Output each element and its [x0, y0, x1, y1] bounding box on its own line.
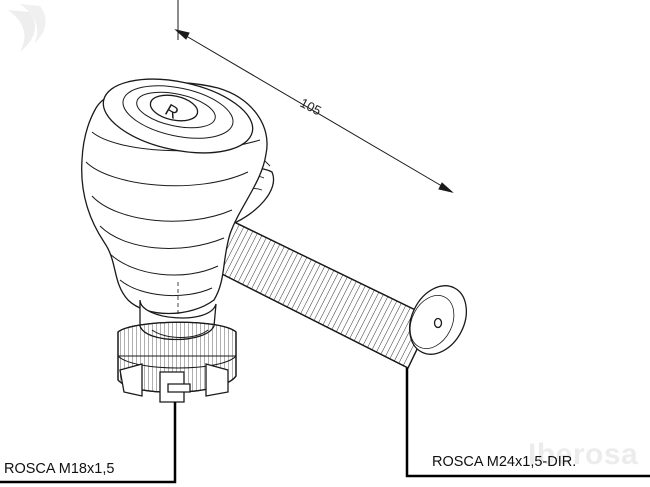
- right-thread-callout: ROSCA M24x1,5-DIR.: [432, 454, 577, 470]
- right-leader-line: [405, 368, 650, 478]
- leader-lines: [0, 368, 650, 484]
- watermark-text: Iberosa: [528, 438, 639, 471]
- dimension-arrow-line: [175, 29, 453, 193]
- dimension-line: [174, 0, 454, 193]
- dimension-arrowhead-start: [174, 29, 190, 40]
- shaft-end-cap: [408, 285, 468, 355]
- center-hole-icon: [433, 317, 443, 329]
- left-thread-callout: ROSCA M18x1,5: [4, 461, 115, 477]
- dimension-arrowhead-end: [438, 182, 454, 193]
- castle-nut: [117, 321, 237, 403]
- watermark-logo-icon: [8, 4, 46, 52]
- ball-cap: [102, 78, 254, 154]
- left-leader-line: [0, 402, 177, 484]
- threaded-shaft: [209, 205, 433, 369]
